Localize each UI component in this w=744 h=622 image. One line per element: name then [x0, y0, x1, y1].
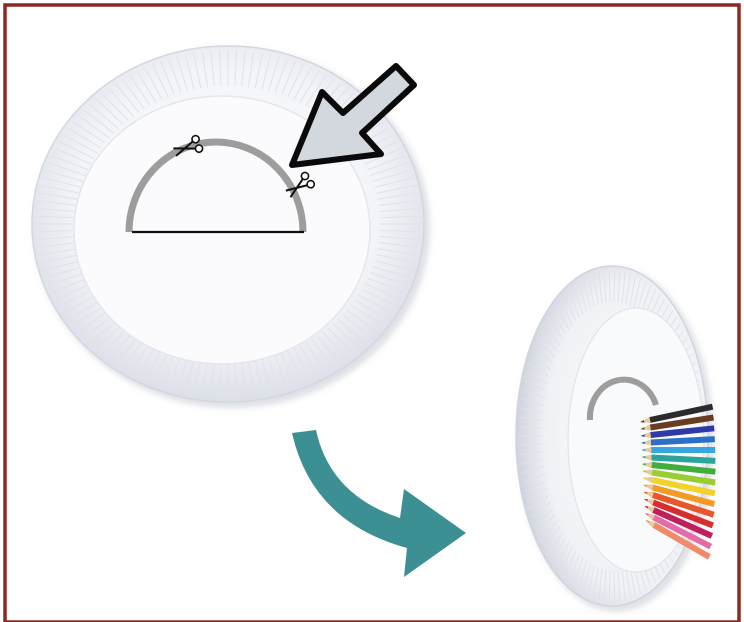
curved-arrow-icon — [292, 430, 466, 577]
rim-ridge — [609, 570, 610, 602]
rim-ridge — [614, 270, 615, 302]
colored-pencil — [641, 447, 715, 453]
paper-plate-side-view — [516, 266, 716, 612]
rim-ridge — [609, 270, 610, 302]
paper-plate-top-view — [32, 46, 430, 408]
rim-ridge — [614, 570, 615, 602]
